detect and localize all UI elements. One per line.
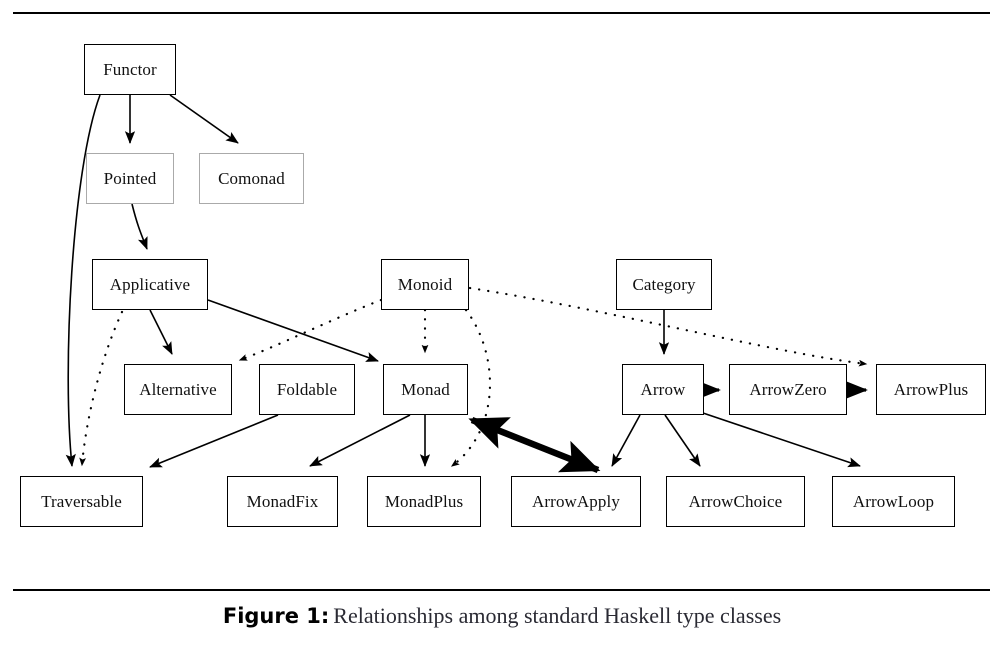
node-arrowplus[interactable]: ArrowPlus: [876, 364, 986, 415]
node-label: Monad: [401, 380, 450, 399]
node-label: Arrow: [640, 380, 686, 399]
node-label: MonadPlus: [384, 492, 464, 511]
caption-label: Figure 1:: [222, 604, 330, 628]
edge-layer-thick: [468, 416, 601, 474]
edge-monoid-alternative: [238, 298, 383, 362]
edge-foldable-traversable: [149, 414, 279, 468]
node-monadfix[interactable]: MonadFix: [227, 476, 338, 527]
type-class-graph: [65, 94, 868, 474]
node-pointed[interactable]: Pointed: [86, 153, 174, 204]
node-comonad[interactable]: Comonad: [199, 153, 304, 204]
node-applicative[interactable]: Applicative: [92, 259, 208, 310]
edge-applicative-alternative: [149, 309, 173, 355]
edge-layer-dotted: [79, 286, 868, 468]
node-label: Foldable: [276, 380, 338, 399]
node-monadplus[interactable]: MonadPlus: [367, 476, 481, 527]
node-label: ArrowZero: [749, 380, 827, 399]
edge-pointed-applicative: [131, 203, 148, 250]
edge-functor-traversable: [65, 94, 101, 467]
rule-top: [13, 12, 990, 14]
node-label: Functor: [103, 60, 157, 79]
node-label: ArrowChoice: [688, 492, 783, 511]
rule-bottom: [13, 589, 990, 591]
node-arrowchoice[interactable]: ArrowChoice: [666, 476, 805, 527]
node-label: ArrowLoop: [852, 492, 935, 511]
node-label: Alternative: [139, 380, 217, 399]
edge-arrow-arrowchoice: [664, 414, 701, 467]
node-label: Pointed: [103, 169, 157, 188]
node-label: Applicative: [109, 275, 191, 294]
edge-layer-solid: [65, 94, 868, 468]
node-arrowloop[interactable]: ArrowLoop: [832, 476, 955, 527]
edge-arrow-arrowapply: [611, 414, 641, 467]
figure-caption: Figure 1: Relationships among standard H…: [0, 603, 1004, 629]
node-functor[interactable]: Functor: [84, 44, 176, 95]
node-label: Traversable: [41, 492, 122, 511]
caption-text: Relationships among standard Haskell typ…: [333, 603, 782, 628]
node-label: ArrowApply: [532, 492, 620, 511]
node-foldable[interactable]: Foldable: [259, 364, 355, 415]
node-arrowapply[interactable]: ArrowApply: [511, 476, 641, 527]
node-label: ArrowPlus: [893, 380, 969, 399]
node-traversable[interactable]: Traversable: [20, 476, 143, 527]
node-monad[interactable]: Monad: [383, 364, 468, 415]
node-alternative[interactable]: Alternative: [124, 364, 232, 415]
edge-monad-arrowapply: [468, 416, 601, 474]
node-arrow[interactable]: Arrow: [622, 364, 704, 415]
node-arrowzero[interactable]: ArrowZero: [729, 364, 847, 415]
node-label: MonadFix: [246, 492, 319, 511]
edge-applicative-monad: [207, 299, 379, 362]
node-monoid[interactable]: Monoid: [381, 259, 469, 310]
edge-applicative-traversable: [79, 310, 124, 467]
edge-arrow-arrowloop: [699, 411, 861, 468]
node-category[interactable]: Category: [616, 259, 712, 310]
edge-functor-comonad: [169, 94, 239, 144]
node-label: Category: [632, 275, 696, 294]
node-label: Monoid: [397, 275, 453, 294]
edge-monad-monadfix: [309, 414, 411, 467]
node-label: Comonad: [218, 169, 285, 188]
